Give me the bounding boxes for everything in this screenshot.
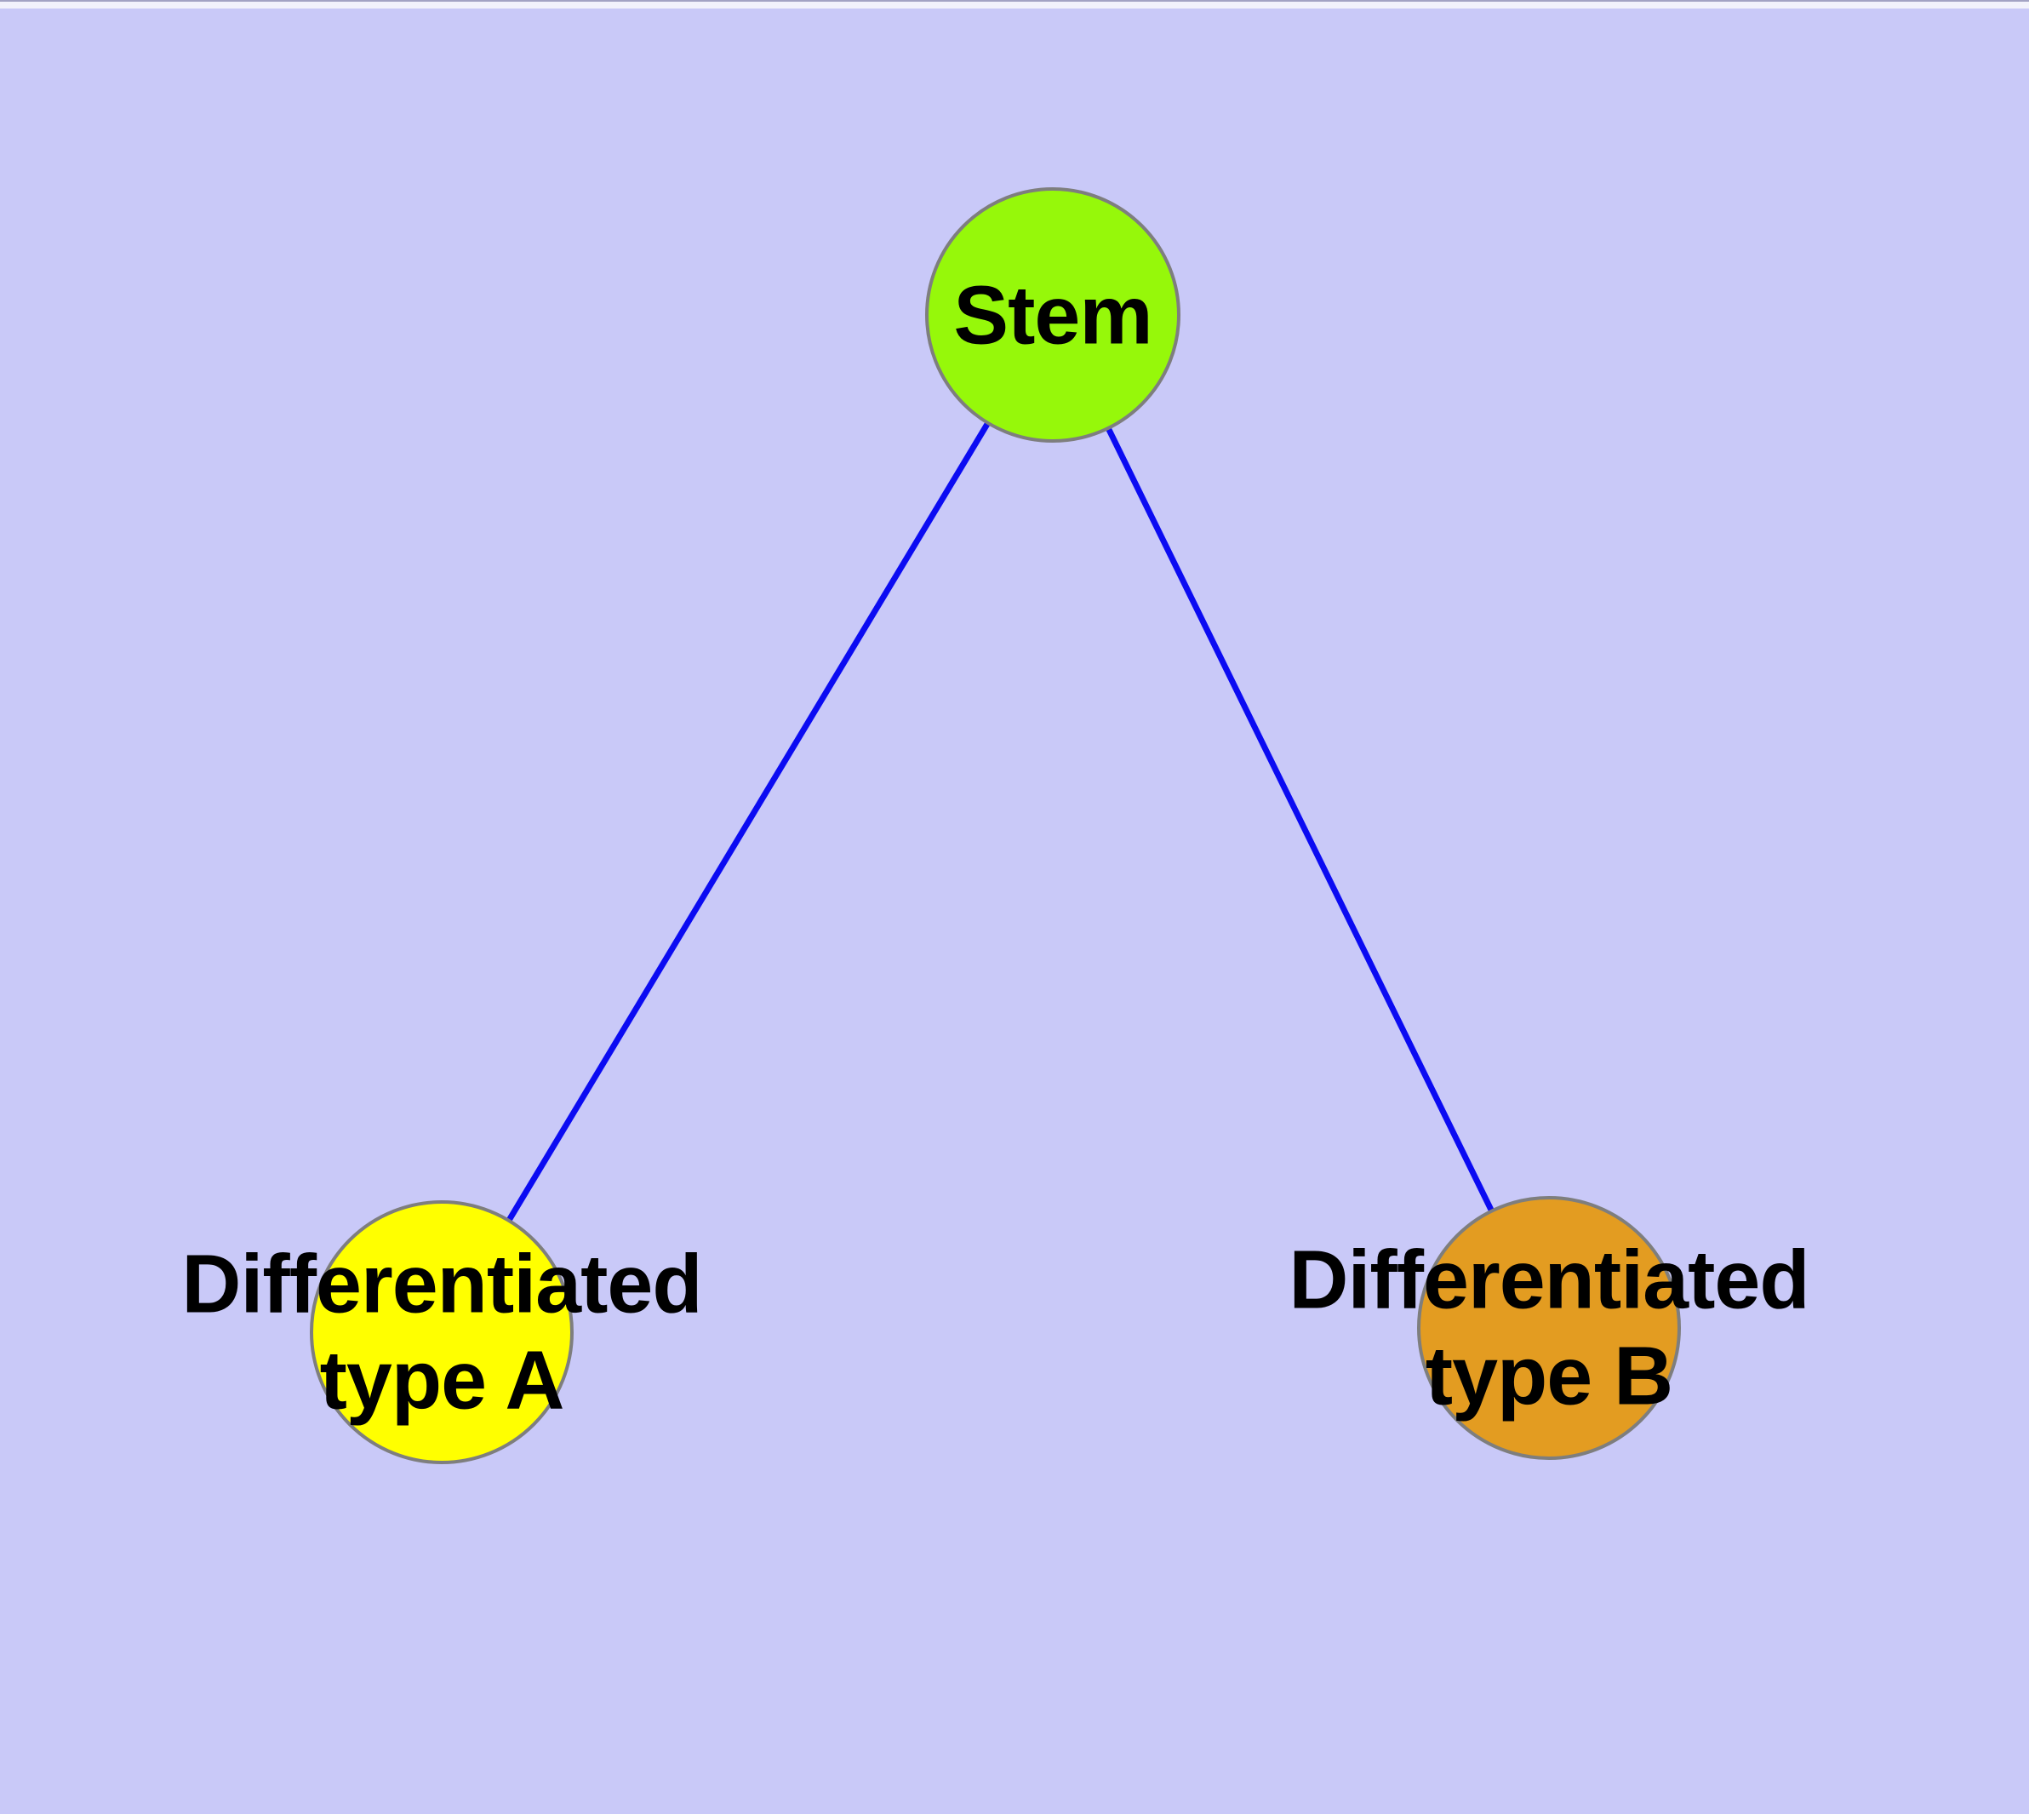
edge-stem-to-type-b[interactable] — [1049, 313, 1552, 1330]
edge-stem-to-type-a[interactable] — [438, 313, 1056, 1334]
node-stem[interactable] — [925, 187, 1180, 443]
node-differentiated-type-a-label: Differentiated type A — [181, 1237, 702, 1427]
node-differentiated-type-a[interactable] — [310, 1200, 574, 1464]
node-differentiated-type-b[interactable] — [1417, 1196, 1681, 1460]
node-stem-label: Stem — [953, 268, 1152, 362]
node-differentiated-type-b-label: Differentiated type B — [1289, 1233, 1809, 1422]
window-bottom-edge — [0, 1814, 2029, 1820]
window-top-edge — [0, 0, 2029, 9]
